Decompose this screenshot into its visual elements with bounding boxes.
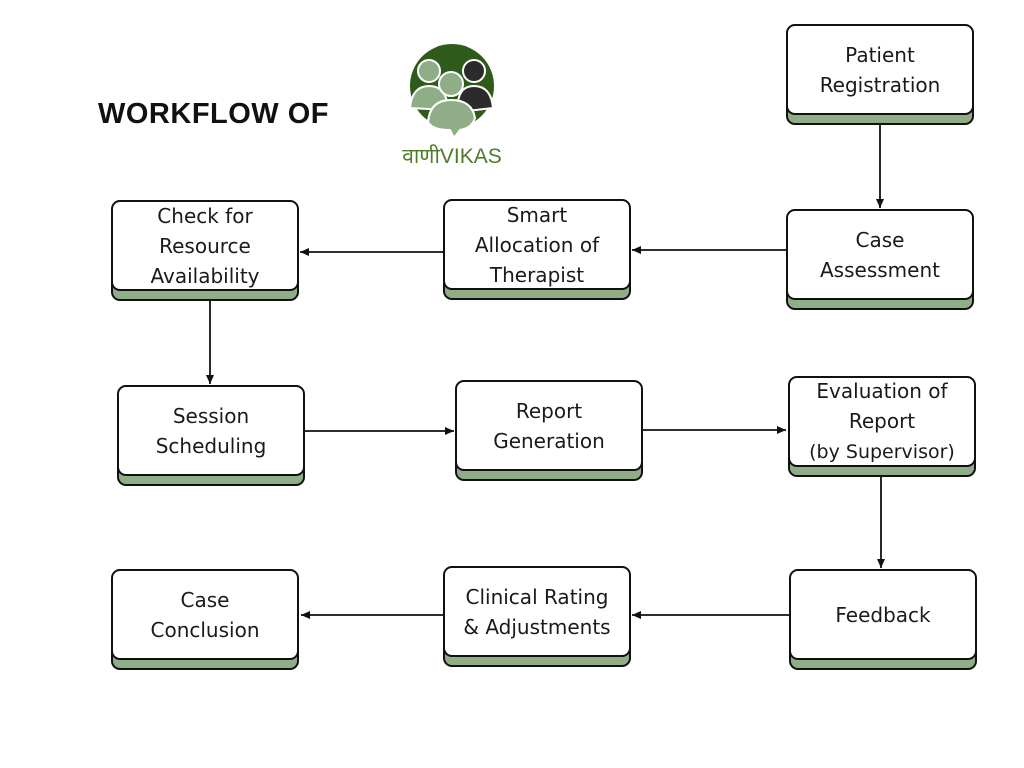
vanivikas-logo: वाणीVIKAS <box>392 38 512 170</box>
node-label: Clinical Rating & Adjustments <box>463 584 611 639</box>
evaluation-title: Evaluation of Report <box>816 379 948 433</box>
node-report-generation: Report Generation <box>455 380 643 481</box>
node-label: Case Assessment <box>820 227 940 282</box>
node-patient-registration: Patient Registration <box>786 24 974 125</box>
node-label: Session Scheduling <box>155 403 267 458</box>
people-group-icon <box>408 44 495 140</box>
node-label: Smart Allocation of Therapist <box>474 202 600 287</box>
workflow-title: WORKFLOW OF <box>98 98 330 130</box>
node-evaluation: Evaluation of Report (by Supervisor) <box>788 376 976 477</box>
node-feedback: Feedback <box>789 569 977 670</box>
node-label: Report Generation <box>493 398 605 453</box>
node-label: Check for Resource Availability <box>150 203 260 288</box>
logo-wordmark: वाणीVIKAS <box>402 145 502 168</box>
node-case-assessment: Case Assessment <box>786 209 974 310</box>
node-clinical-rating: Clinical Rating & Adjustments <box>443 566 631 667</box>
node-resource-check: Check for Resource Availability <box>111 200 299 301</box>
node-label: Case Conclusion <box>150 587 260 642</box>
evaluation-note: (by Supervisor) <box>809 441 955 463</box>
node-label: Patient Registration <box>819 42 941 97</box>
node-smart-allocation: Smart Allocation of Therapist <box>443 199 631 300</box>
node-label: Feedback <box>835 602 931 627</box>
node-case-conclusion: Case Conclusion <box>111 569 299 670</box>
node-label: Evaluation of Report (by Supervisor) <box>809 376 955 467</box>
node-session-scheduling: Session Scheduling <box>117 385 305 486</box>
